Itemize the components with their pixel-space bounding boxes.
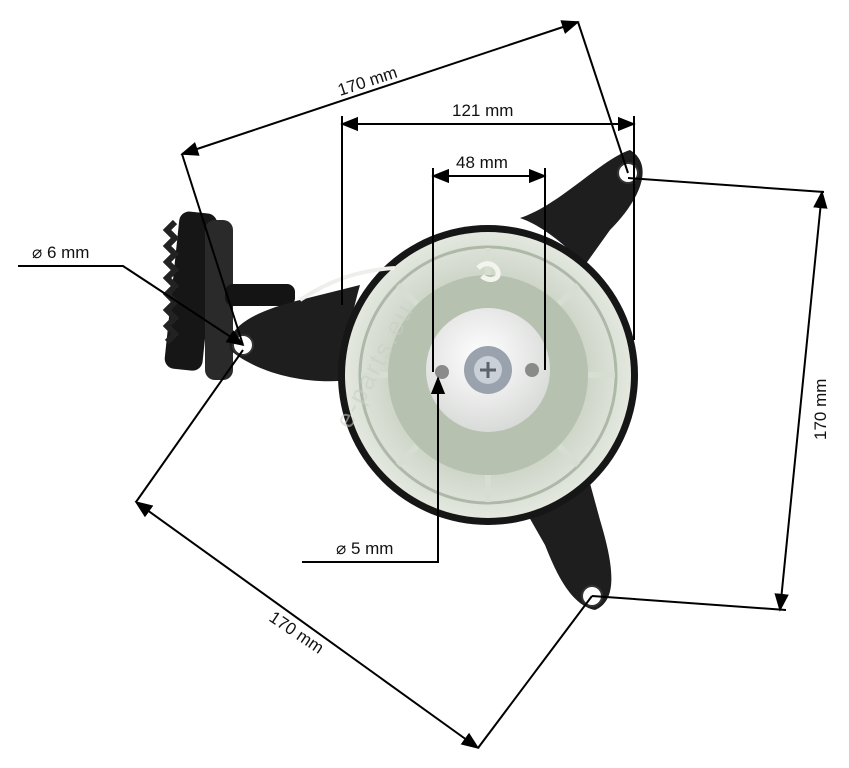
- hub: [426, 308, 550, 432]
- extension-line-top: [577, 21, 629, 174]
- extension-line-right-top: [627, 177, 825, 193]
- leader-hole-left: [18, 265, 245, 346]
- dim-arrow-bottom-diagonal: [134, 500, 480, 750]
- leader-hole-center: [302, 376, 446, 563]
- extension-line-right-bottom: [591, 595, 787, 611]
- extension-line-bottom-right: [477, 595, 593, 749]
- label-top-diagonal: 170 mm: [335, 63, 399, 100]
- extension-line-bottom-left: [135, 349, 244, 503]
- extension-line-left: [181, 153, 244, 346]
- label-width-inner: 48 mm: [456, 153, 508, 172]
- label-hole-center: ⌀ 5 mm: [336, 539, 393, 558]
- label-hole-left: ⌀ 6 mm: [32, 243, 89, 262]
- dimension-lines: [18, 20, 828, 750]
- label-right-vertical: 170 mm: [811, 379, 830, 440]
- hub-hole-left: [435, 365, 449, 379]
- dim-arrow-right-vertical: [774, 190, 828, 612]
- rope-knot: [476, 261, 501, 282]
- dim-arrow-top-diagonal: [180, 20, 580, 156]
- hub-hole-right: [525, 363, 539, 377]
- label-width-outer: 121 mm: [452, 101, 513, 120]
- recoil-starter-photo: e-parts.eu: [162, 150, 643, 610]
- starter-rope: [298, 266, 396, 302]
